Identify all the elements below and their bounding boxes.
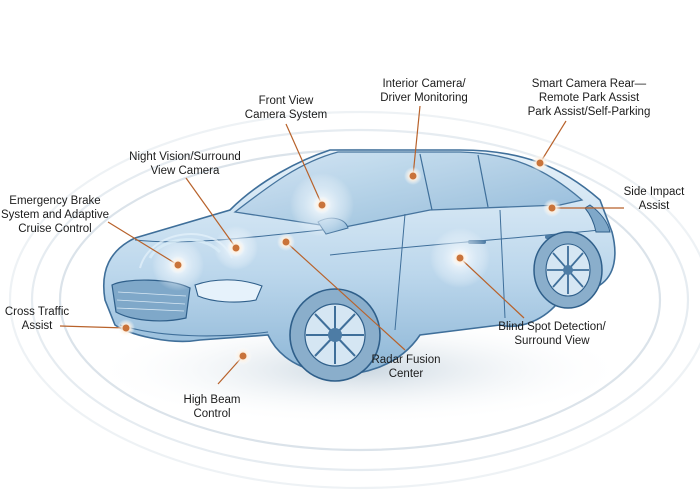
dot-smart-camera xyxy=(531,154,549,172)
label-interior-camera: Interior Camera/ Driver Monitoring xyxy=(380,77,468,105)
label-front-view-line-1: Front View xyxy=(258,95,314,107)
dot-front-view xyxy=(313,196,331,214)
leader-interior-camera xyxy=(412,105,421,177)
leader-front-view xyxy=(285,123,323,206)
label-radar-fusion-line-2: Center xyxy=(388,368,424,380)
label-high-beam: High Beam Control xyxy=(184,393,241,421)
label-radar-fusion-line-1: Radar Fusion xyxy=(371,354,441,366)
dot-side-impact xyxy=(543,199,561,217)
label-cross-traffic-line-1: Cross Traffic xyxy=(4,306,70,318)
label-radar-fusion: Radar Fusion Center xyxy=(371,353,440,381)
label-high-beam-line-1: High Beam xyxy=(183,394,241,406)
label-emergency-brake-line-1: Emergency Brake xyxy=(9,195,101,207)
leader-radar-fusion xyxy=(285,241,406,351)
dot-blind-spot xyxy=(451,249,469,267)
label-blind-spot: Blind Spot Detection/ Surround View xyxy=(498,320,605,348)
dot-night-vision xyxy=(227,239,245,257)
label-emergency-brake-line-3: Cruise Control xyxy=(18,223,92,235)
label-night-vision: Night Vision/Surround View Camera xyxy=(129,150,241,178)
label-smart-camera-line-1: Smart Camera Rear— xyxy=(531,78,647,90)
label-front-view-line-2: Camera System xyxy=(244,109,328,121)
label-interior-camera-line-1: Interior Camera/ xyxy=(382,78,466,90)
label-emergency-brake-line-2: System and Adaptive xyxy=(0,209,110,221)
leader-blind-spot xyxy=(459,257,525,319)
label-side-impact: Side Impact Assist xyxy=(624,185,685,213)
label-night-vision-line-1: Night Vision/Surround xyxy=(129,151,241,163)
label-high-beam-line-2: Control xyxy=(193,408,231,420)
label-blind-spot-line-1: Blind Spot Detection/ xyxy=(498,321,606,333)
label-side-impact-line-1: Side Impact xyxy=(623,186,685,198)
label-cross-traffic: Cross Traffic Assist xyxy=(5,305,69,333)
rear-wheel xyxy=(533,231,603,309)
label-interior-camera-line-2: Driver Monitoring xyxy=(380,92,468,104)
sensor-dots xyxy=(117,154,561,365)
label-smart-camera: Smart Camera Rear— Remote Park Assist Pa… xyxy=(528,77,651,119)
leader-emergency-brake xyxy=(107,221,179,266)
label-smart-camera-line-3: Park Assist/Self-Parking xyxy=(527,106,651,118)
label-night-vision-line-2: View Camera xyxy=(150,165,220,177)
dot-emergency-brake xyxy=(169,256,187,274)
leader-lines xyxy=(59,105,624,385)
dot-interior-camera xyxy=(404,167,422,185)
label-front-view: Front View Camera System xyxy=(245,94,327,122)
front-wheel xyxy=(289,288,381,382)
dot-cross-traffic xyxy=(117,319,135,337)
label-blind-spot-line-2: Surround View xyxy=(514,335,590,347)
label-smart-camera-line-2: Remote Park Assist xyxy=(538,92,640,104)
label-emergency-brake: Emergency Brake System and Adaptive Crui… xyxy=(1,194,109,236)
label-cross-traffic-line-2: Assist xyxy=(21,320,53,332)
label-side-impact-line-2: Assist xyxy=(638,200,670,212)
leader-night-vision xyxy=(185,177,237,249)
leader-cross-traffic xyxy=(59,325,127,329)
dot-radar-fusion xyxy=(277,233,295,251)
dot-high-beam xyxy=(234,347,252,365)
